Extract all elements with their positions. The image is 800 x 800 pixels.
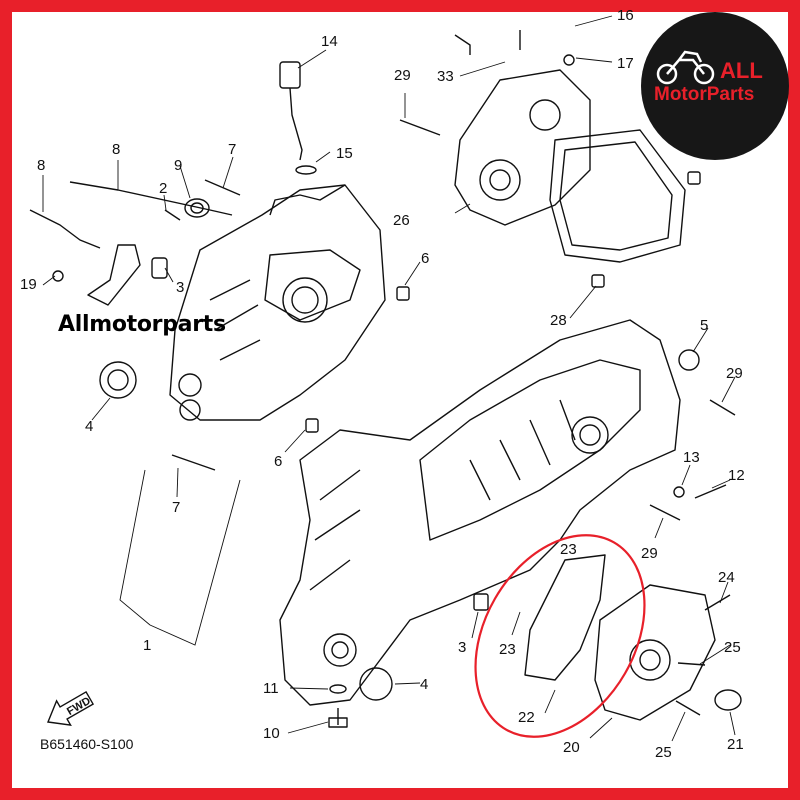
diagram-code: B651460-S100: [40, 736, 134, 752]
callout-29b: 29: [726, 365, 743, 382]
bolt-29b: [709, 399, 736, 416]
callout-28: 28: [550, 312, 567, 329]
bolt-12: [694, 484, 727, 499]
bracket: [87, 244, 141, 306]
callout-6a: 6: [421, 250, 429, 267]
callout-23b: 23: [499, 641, 516, 658]
dowel-2: [164, 209, 181, 221]
callout-3a: 3: [176, 279, 184, 296]
bolt-24: [704, 594, 731, 611]
main-crankcase: [279, 319, 681, 706]
callout-6b: 6: [274, 453, 282, 470]
bolt-8a: [69, 181, 233, 216]
callout-29a: 29: [394, 67, 411, 84]
callout-12: 12: [728, 467, 745, 484]
callout-3b: 3: [458, 639, 466, 656]
motorcycle-icon: [656, 50, 715, 85]
clutch-cover-20: [594, 584, 716, 721]
washer-13: [673, 486, 685, 498]
gasket-22: [524, 554, 606, 681]
bolt-7a: [204, 179, 241, 196]
bolt-25a: [677, 662, 706, 666]
callout-14: 14: [321, 33, 338, 50]
bolt-25b: [675, 700, 701, 716]
callout-9: 9: [174, 157, 182, 174]
logo-line1: ALL: [720, 58, 763, 83]
callout-15: 15: [336, 145, 353, 162]
oil-seal-21: [714, 689, 742, 711]
callout-5: 5: [700, 317, 708, 334]
callout-33: 33: [437, 68, 454, 85]
logo-line2: MotorParts: [654, 84, 755, 105]
callout-19: 19: [20, 276, 37, 293]
gasket-28: [549, 129, 686, 263]
bearing-4a: [99, 361, 137, 399]
left-crankcase-half: [169, 184, 386, 421]
callout-7a: 7: [228, 141, 236, 158]
bolt-7b: [171, 454, 216, 471]
callout-20: 20: [563, 739, 580, 756]
callout-7b: 7: [172, 499, 180, 516]
brand-logo-badge: [641, 12, 789, 160]
callout-1: 1: [143, 637, 151, 654]
dowel-3b: [473, 593, 489, 611]
fwd-label: FWD: [65, 695, 93, 718]
crankcase-cover: [454, 69, 591, 226]
callout-16: 16: [617, 7, 634, 24]
bolt-8b: [29, 209, 101, 249]
oil-seal-9: [184, 198, 210, 218]
callout-22: 22: [518, 709, 535, 726]
dowel-6b: [305, 418, 319, 433]
callout-2: 2: [159, 180, 167, 197]
dipstick-cap: [279, 61, 301, 89]
callout-25b: 25: [655, 744, 672, 761]
callout-13: 13: [683, 449, 700, 466]
callout-26: 26: [393, 212, 410, 229]
o-ring-15: [295, 165, 317, 175]
callout-4a: 4: [85, 418, 93, 435]
seal-11: [329, 684, 347, 694]
callout-25a: 25: [724, 639, 741, 656]
callout-29c: 29: [641, 545, 658, 562]
callout-4b: 4: [420, 676, 428, 693]
bearing-5: [678, 349, 700, 371]
bearing-4b: [359, 667, 393, 701]
callout-17: 17: [617, 55, 634, 72]
callout-21: 21: [727, 736, 744, 753]
watermark-text: Allmotorparts: [58, 312, 226, 337]
highlight-ellipse: [474, 534, 646, 738]
callout-8a: 8: [37, 157, 45, 174]
fwd-arrow: FWD: [47, 690, 95, 727]
callout-23a: 23: [560, 541, 577, 558]
callout-11: 11: [263, 680, 279, 697]
bolt-29c: [649, 504, 681, 521]
bolt-29a: [399, 119, 441, 136]
callout-8b: 8: [112, 141, 120, 158]
dowel-3a: [151, 257, 168, 279]
callout-24: 24: [718, 569, 735, 586]
dowel-6a: [396, 286, 410, 301]
callout-10: 10: [263, 725, 280, 742]
